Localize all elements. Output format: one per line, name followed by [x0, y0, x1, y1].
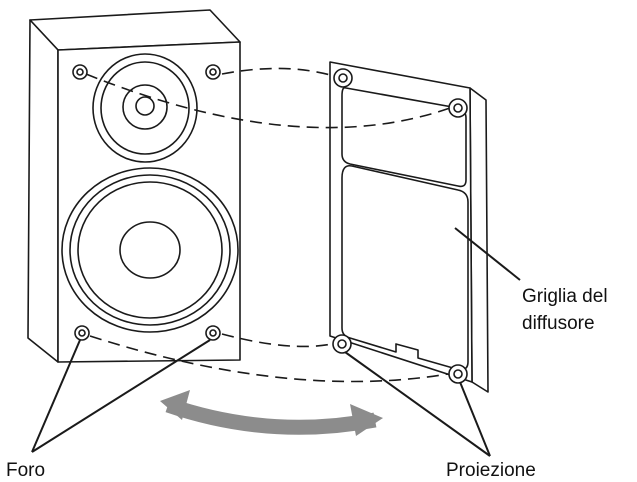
- pointer-lines: [31, 227, 521, 457]
- label-grille-line2: diffusore: [522, 313, 595, 334]
- label-projection: Proiezione: [446, 460, 536, 481]
- grille-projection-bottom-left: [332, 334, 352, 354]
- speaker-cabinet-icon: [27, 9, 241, 363]
- speaker-grille-icon: [329, 61, 489, 393]
- label-hole: Foro: [6, 460, 45, 481]
- curved-double-arrow-icon: [160, 390, 383, 436]
- cabinet-hole-bottom-right: [205, 325, 221, 341]
- grille-projection-top-right: [448, 98, 468, 118]
- label-grille-line1: Griglia del: [522, 286, 608, 307]
- cabinet-hole-top-right: [205, 64, 221, 80]
- tweeter-icon: [92, 53, 198, 163]
- grille-projection-top-left: [333, 68, 353, 88]
- cabinet-hole-top-left: [72, 64, 88, 80]
- alignment-dashed-lines: [85, 67, 451, 383]
- woofer-icon: [61, 167, 239, 333]
- cabinet-hole-bottom-left: [74, 325, 90, 341]
- grille-projection-bottom-right: [448, 364, 468, 384]
